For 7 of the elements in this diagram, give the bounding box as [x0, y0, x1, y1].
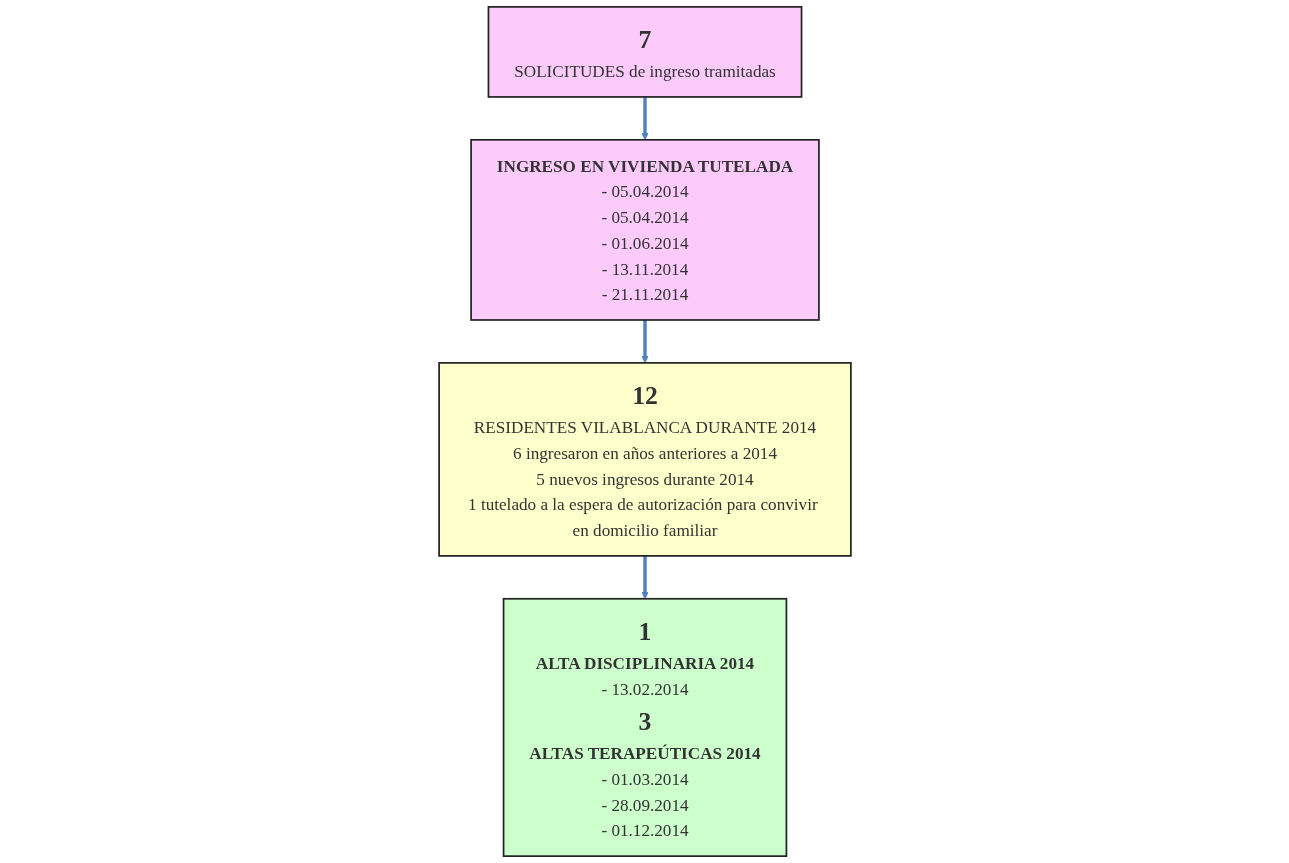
- node-box: 7 SOLICITUDES de ingreso tramitadas: [487, 6, 802, 98]
- arrow: [640, 320, 649, 364]
- node-box: 1 ALTA DISCIPLINARIA 2014 - 13.02.2014 3 ALTAS TERAPEÚTICAS 2014 - 01.03.2014 - 28.09.2014 - 01.12.2014: [502, 597, 787, 857]
- node-box: 12 RESIDENTES VILABLANCA DURANTE 2014 6 ingresaron en años anteriores a 2014 5 nuevos ingresos durante 2014 1 tutelado a la espera de autorización para convivir en domicilio familiar: [437, 362, 852, 557]
- arrow: [640, 96, 649, 141]
- arrow: [640, 555, 649, 600]
- node-box: INGRESO EN VIVIENDA TUTELADA - 05.04.2014 - 05.04.2014 - 01.06.2014 - 13.11.2014 - 21.11.2014: [469, 138, 820, 321]
